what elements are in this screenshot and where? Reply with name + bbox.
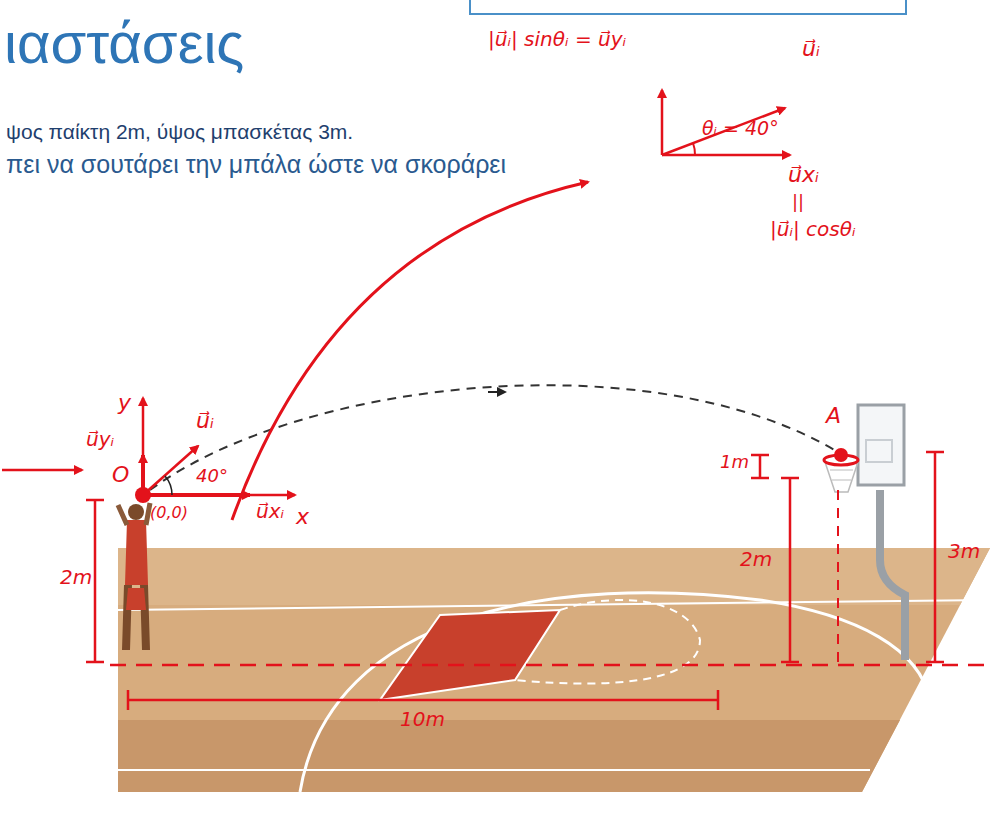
origin-label: O: [112, 462, 129, 487]
vector-label: u⃗yᵢ: [86, 428, 114, 451]
dimension: 10m: [400, 708, 445, 731]
formula: |u⃗ᵢ| cosθᵢ: [770, 218, 856, 241]
dimension: 2m: [740, 548, 772, 571]
dimension: 2m: [60, 566, 92, 589]
angle-label: θᵢ = 40°: [702, 118, 779, 140]
formula: |u⃗ᵢ| sinθᵢ = u⃗yᵢ: [488, 28, 626, 51]
dimension: 3m: [948, 540, 980, 563]
vector-label: u⃗xᵢ: [788, 162, 819, 187]
vector-label: u⃗ᵢ: [196, 408, 214, 433]
axis-label: x: [296, 504, 309, 529]
vector-label: u⃗xᵢ: [256, 500, 284, 523]
vector-label: u⃗ᵢ: [802, 36, 820, 61]
slide-text: πει να σουτάρει την μπάλα ώστε να σκοράρ…: [6, 150, 506, 179]
equals-mark: ||: [792, 192, 804, 213]
coordinate-label: (0,0): [150, 504, 188, 522]
dimension: 1m: [720, 452, 749, 473]
axis-label: y: [118, 390, 131, 415]
slide-text: ψος παίκτη 2m, ύψος μπασκέτας 3m.: [6, 120, 353, 144]
angle-label: 40°: [196, 466, 228, 487]
slide-title: ιαστάσεις: [4, 10, 244, 77]
point-label: A: [826, 403, 841, 428]
